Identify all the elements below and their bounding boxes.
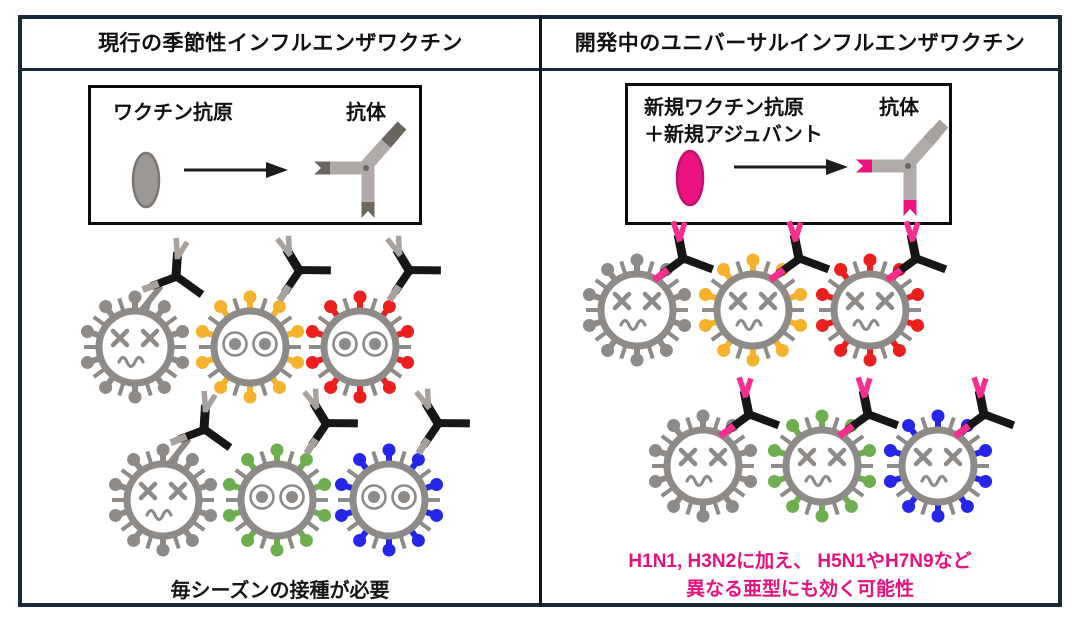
new-adjuvant-label: ＋新規アジュバント [644,124,823,146]
panel-title-seasonal: 現行の季節性インフルエンザワクチン [98,31,463,55]
caption-universal-line2: 異なる亜型にも効く可能性 [685,579,914,600]
vaccine-mechanism-box-left: ワクチン抗原 抗体 [88,85,422,225]
antigen-label: ワクチン抗原 [113,102,233,124]
panel-title-universal: 開発中のユニバーサルインフルエンザワクチン [574,31,1026,55]
caption-seasonal: 毎シーズンの接種が必要 [170,580,390,602]
panel-divider [539,15,542,607]
caption-universal-line1: H1N1, H3N2に加え、 H5N1やH7N9など [628,551,972,572]
antibody-label: 抗体 [346,102,386,124]
new-antigen-label: 新規ワクチン抗原 [644,97,804,119]
antibody-label: 抗体 [879,97,919,119]
vaccine-mechanism-box-right: 新規ワクチン抗原 ＋新規アジュバント 抗体 [625,83,952,225]
